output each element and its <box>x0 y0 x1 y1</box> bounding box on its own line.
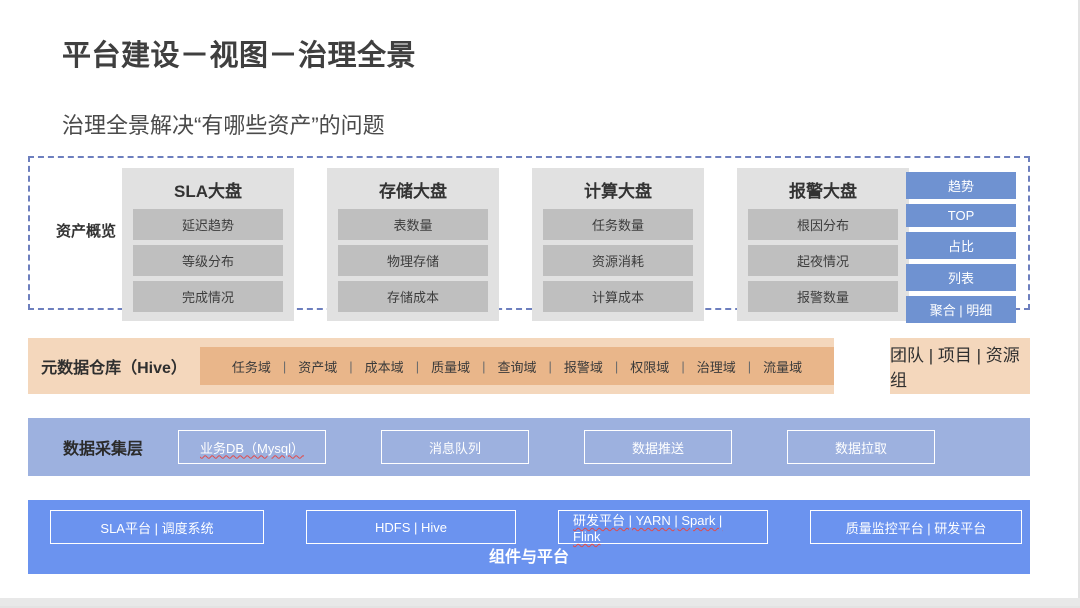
domain-separator: | <box>747 358 752 374</box>
data-collection-layer-row: 数据采集层 业务DB（Mysql） 消息队列 数据推送 数据拉取 <box>28 418 1030 476</box>
view-button-list[interactable]: 列表 <box>906 264 1016 291</box>
metadata-domain[interactable]: 资产域 <box>298 359 338 375</box>
dashboard-metric[interactable]: 根因分布 <box>748 209 898 240</box>
domain-separator: | <box>415 358 420 374</box>
metadata-warehouse-row: 元数据仓库（Hive） 任务域 | 资产域 | 成本域 | 质量域 | 查询域 … <box>28 338 834 394</box>
metadata-domain[interactable]: 查询域 <box>497 359 537 375</box>
collection-source-data-push[interactable]: 数据推送 <box>584 430 732 464</box>
view-button-trend[interactable]: 趋势 <box>906 172 1016 199</box>
dashboard-metric[interactable]: 报警数量 <box>748 281 898 312</box>
metadata-domain[interactable]: 成本域 <box>364 359 404 375</box>
metadata-domain[interactable]: 权限域 <box>630 359 670 375</box>
page-subtitle: 治理全景解决“有哪些资产”的问题 <box>62 113 385 138</box>
asset-overview-region: 资产概览 SLA大盘 延迟趋势 等级分布 完成情况 存储大盘 表数量 物理存储 … <box>28 156 1030 323</box>
dashboard-metric[interactable]: 计算成本 <box>543 281 693 312</box>
metadata-domain[interactable]: 报警域 <box>563 359 603 375</box>
metadata-domain[interactable]: 任务域 <box>231 359 271 375</box>
view-button-top[interactable]: TOP <box>906 204 1016 227</box>
platform-box-hdfs-hive[interactable]: HDFS | Hive <box>306 510 516 544</box>
collection-source-label: 业务DB（Mysql） <box>199 440 304 456</box>
asset-overview-label: 资产概览 <box>55 223 116 240</box>
metadata-warehouse-label: 元数据仓库（Hive） <box>41 360 187 377</box>
dashboard-card-alert[interactable]: 报警大盘 根因分布 起夜情况 报警数量 <box>737 168 909 321</box>
platform-box-list: SLA平台 | 调度系统 HDFS | Hive 研发平台 | YARN | S… <box>50 510 1022 544</box>
domain-separator: | <box>681 358 685 374</box>
view-mode-button-group: 趋势 TOP 占比 列表 聚合 | 明细 <box>906 172 1016 323</box>
metadata-domain[interactable]: 治理域 <box>696 359 736 375</box>
platform-box-label: 研发平台 | YARN | Spark | Flink <box>573 513 723 544</box>
dashboard-card-compute[interactable]: 计算大盘 任务数量 资源消耗 计算成本 <box>532 168 704 321</box>
dashboard-card-storage[interactable]: 存储大盘 表数量 物理存储 存储成本 <box>327 168 499 321</box>
metadata-domain[interactable]: 流量域 <box>763 359 803 375</box>
dashboard-metric[interactable]: 任务数量 <box>543 209 693 240</box>
page-title: 平台建设－视图－治理全景 <box>62 40 417 72</box>
dashboard-metric[interactable]: 资源消耗 <box>543 245 693 276</box>
dashboard-metric[interactable]: 等级分布 <box>133 245 283 276</box>
dashboard-card-title: 存储大盘 <box>379 182 447 201</box>
data-collection-source-list: 业务DB（Mysql） 消息队列 数据推送 数据拉取 <box>178 430 1030 464</box>
dashboard-card-title: 报警大盘 <box>789 182 857 201</box>
metadata-domain[interactable]: 质量域 <box>431 359 471 375</box>
view-button-aggregate-detail[interactable]: 聚合 | 明细 <box>906 296 1016 323</box>
dashboard-metric[interactable]: 完成情况 <box>133 281 283 312</box>
dashboard-card-title: SLA大盘 <box>174 182 242 201</box>
dashboard-card-sla[interactable]: SLA大盘 延迟趋势 等级分布 完成情况 <box>122 168 294 321</box>
collection-source-business-db[interactable]: 业务DB（Mysql） <box>178 430 326 464</box>
domain-separator: | <box>349 358 353 374</box>
metadata-domain-list: 任务域 | 资产域 | 成本域 | 质量域 | 查询域 | 报警域 | 权限域 … <box>200 347 834 385</box>
component-platform-layer-row: SLA平台 | 调度系统 HDFS | Hive 研发平台 | YARN | S… <box>28 500 1030 574</box>
domain-separator: | <box>614 358 619 374</box>
dashboard-card-list: SLA大盘 延迟趋势 等级分布 完成情况 存储大盘 表数量 物理存储 存储成本 … <box>122 168 909 321</box>
collection-source-data-pull[interactable]: 数据拉取 <box>787 430 935 464</box>
data-collection-layer-label: 数据采集层 <box>62 441 143 458</box>
platform-layer-caption: 组件与平台 <box>488 549 569 566</box>
dashboard-metric[interactable]: 延迟趋势 <box>133 209 283 240</box>
collection-source-message-queue[interactable]: 消息队列 <box>381 430 529 464</box>
dashboard-card-title: 计算大盘 <box>584 182 652 201</box>
dashboard-metric[interactable]: 起夜情况 <box>748 245 898 276</box>
platform-box-sla-scheduler[interactable]: SLA平台 | 调度系统 <box>50 510 264 544</box>
dashboard-metric[interactable]: 物理存储 <box>338 245 488 276</box>
platform-box-dev-yarn-spark-flink[interactable]: 研发平台 | YARN | Spark | Flink <box>558 510 768 544</box>
dashboard-metric[interactable]: 表数量 <box>338 209 488 240</box>
org-scope-box[interactable]: 团队 | 项目 | 资源组 <box>890 338 1030 394</box>
view-button-ratio[interactable]: 占比 <box>906 232 1016 259</box>
domain-separator: | <box>482 358 486 374</box>
dashboard-metric[interactable]: 存储成本 <box>338 281 488 312</box>
slide-bottom-strip <box>0 598 1080 606</box>
domain-separator: | <box>282 358 287 374</box>
platform-box-quality-dev[interactable]: 质量监控平台 | 研发平台 <box>810 510 1022 544</box>
domain-separator: | <box>548 358 552 374</box>
